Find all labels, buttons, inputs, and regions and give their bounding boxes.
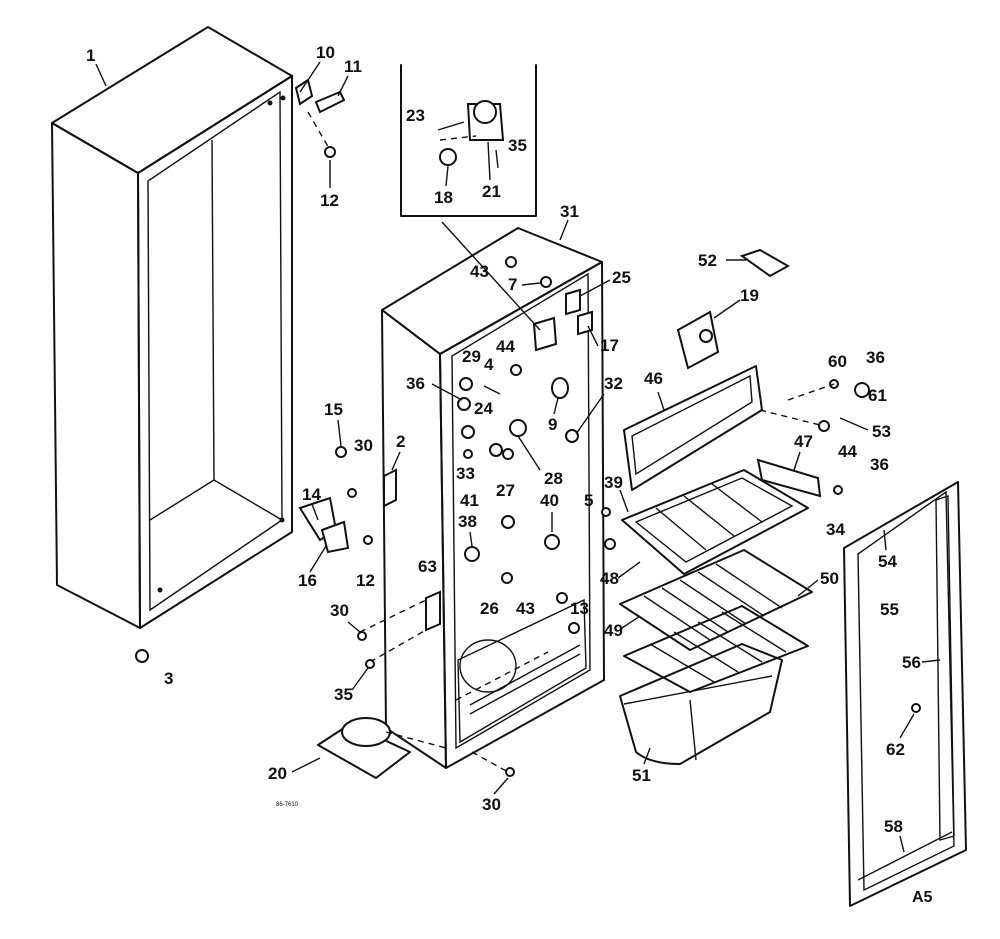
callout-19: 19 <box>740 286 759 305</box>
callout-20: 20 <box>268 764 287 783</box>
callout-49: 49 <box>604 621 623 640</box>
drawing-number: 86-7610 <box>276 802 299 808</box>
callout-32: 32 <box>604 374 623 393</box>
callout-63: 63 <box>418 557 437 576</box>
callout-39: 39 <box>604 473 623 492</box>
callout-43-bottom: 43 <box>516 599 535 618</box>
callout-24: 24 <box>474 399 493 418</box>
callout-54: 54 <box>878 552 897 571</box>
callout-13: 13 <box>570 599 589 618</box>
callout-48: 48 <box>600 569 619 588</box>
callout-33: 33 <box>456 464 475 483</box>
callout-53: 53 <box>872 422 891 441</box>
callout-9: 9 <box>548 415 557 434</box>
callout-61: 61 <box>868 386 887 405</box>
part-callouts: 1 10 11 12 23 35 18 21 31 43 7 25 17 52 … <box>86 43 941 853</box>
callout-36-liner: 36 <box>406 374 425 393</box>
callout-58: 58 <box>884 817 903 836</box>
callout-5: 5 <box>584 491 593 510</box>
callout-26: 26 <box>480 599 499 618</box>
callout-25: 25 <box>612 268 631 287</box>
page-tag: A5 <box>912 889 933 906</box>
evaporator-door <box>623 248 870 498</box>
callout-41: 41 <box>460 491 479 510</box>
callout-31: 31 <box>560 202 579 221</box>
callout-10: 10 <box>316 43 335 62</box>
callout-36-right: 36 <box>870 455 889 474</box>
callout-55: 55 <box>880 600 899 619</box>
callout-50: 50 <box>820 569 839 588</box>
callout-23: 23 <box>406 106 425 125</box>
callout-60: 60 <box>828 352 847 371</box>
hinge-hardware <box>135 78 515 777</box>
drain-pan <box>317 717 447 779</box>
callout-7: 7 <box>508 275 517 294</box>
callout-30-lower: 30 <box>330 601 349 620</box>
callout-14: 14 <box>302 485 321 504</box>
callout-62: 62 <box>886 740 905 759</box>
inner-liner <box>381 221 605 769</box>
callout-44-left: 44 <box>496 337 515 356</box>
callout-28: 28 <box>544 469 563 488</box>
outer-cabinet <box>51 26 293 629</box>
callout-51: 51 <box>632 766 651 785</box>
callout-18: 18 <box>434 188 453 207</box>
callout-29: 29 <box>462 347 481 366</box>
callout-27: 27 <box>496 481 515 500</box>
callout-16: 16 <box>298 571 317 590</box>
callout-35-bottom: 35 <box>334 685 353 704</box>
callout-17: 17 <box>600 336 619 355</box>
callout-4: 4 <box>484 355 494 374</box>
callout-46: 46 <box>644 369 663 388</box>
callout-30-bottom: 30 <box>482 795 501 814</box>
callout-56: 56 <box>902 653 921 672</box>
callout-47: 47 <box>794 432 813 451</box>
callout-1: 1 <box>86 46 95 65</box>
callout-21: 21 <box>482 182 501 201</box>
fresh-food-door <box>843 481 967 907</box>
callout-2: 2 <box>396 432 405 451</box>
callout-43-top: 43 <box>470 262 489 281</box>
callout-36-right-top: 36 <box>866 348 885 367</box>
callout-40: 40 <box>540 491 559 510</box>
shelves-and-crisper <box>619 469 813 765</box>
control-inset <box>400 64 537 217</box>
callout-30-mid: 30 <box>354 436 373 455</box>
callout-12-top: 12 <box>320 191 339 210</box>
callout-38: 38 <box>458 512 477 531</box>
callout-52: 52 <box>698 251 717 270</box>
callout-3: 3 <box>164 669 173 688</box>
callout-34: 34 <box>826 520 845 539</box>
callout-35-inset: 35 <box>508 136 527 155</box>
callout-12-bottom: 12 <box>356 571 375 590</box>
liner-components <box>457 256 616 634</box>
callout-15: 15 <box>324 400 343 419</box>
callout-44-right: 44 <box>838 442 857 461</box>
callout-11: 11 <box>344 57 362 76</box>
